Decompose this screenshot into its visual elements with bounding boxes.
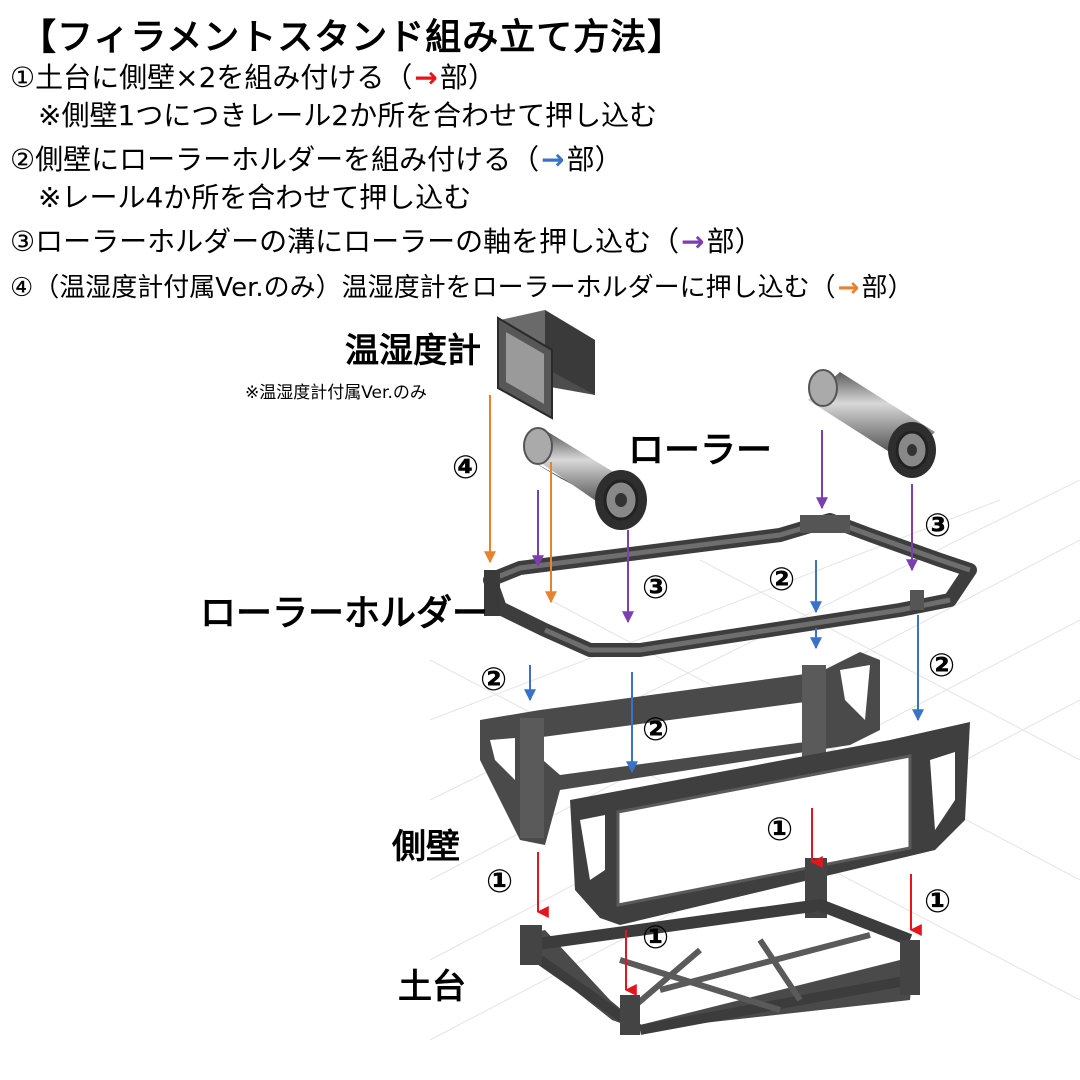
step-1-suffix: 部） [439, 61, 496, 94]
page-title: 【フィラメントスタンド組み立て方法】 [20, 17, 685, 58]
marker-1-b: ① [486, 862, 513, 900]
marker-1-c: ① [642, 918, 669, 956]
label-roller: ローラー [628, 430, 772, 471]
side-wall-front [570, 722, 970, 925]
red-arrows [536, 808, 922, 996]
marker-2-b: ② [480, 660, 507, 698]
blue-arrow-icon: → [541, 143, 565, 176]
label-thermo-note: ※温湿度計付属Ver.のみ [245, 383, 427, 403]
step-3-text: ③ローラーホルダーの溝にローラーの軸を押し込む（ [10, 225, 680, 258]
step-3-suffix: 部） [706, 225, 763, 258]
side-wall-back [480, 652, 880, 845]
marker-2-c: ② [642, 710, 669, 748]
marker-2-a: ② [768, 560, 795, 598]
base [520, 899, 920, 1035]
marker-2-d: ② [928, 646, 955, 684]
step-2-note: ※レール4か所を合わせて押し込む [38, 181, 472, 214]
step-2-suffix: 部） [566, 143, 623, 176]
purple-arrow-icon: → [681, 225, 705, 258]
step-1-text: ①土台に側壁×2を組み付ける（ [10, 61, 413, 94]
blue-arrows [524, 560, 924, 774]
step-4: ④（温湿度計付属Ver.のみ）温湿度計をローラーホルダーに押し込む（→部） [10, 268, 913, 308]
marker-1-d: ① [924, 882, 951, 920]
roller-right [808, 369, 936, 478]
red-arrow-icon: → [414, 61, 438, 94]
step-2-text: ②側壁にローラーホルダーを組み付ける（ [10, 143, 540, 176]
roller-holder [483, 513, 977, 657]
purple-arrows [532, 430, 918, 624]
label-roller-holder: ローラーホルダー [200, 593, 488, 634]
step-4-text: ④（温湿度計付属Ver.のみ）温湿度計をローラーホルダーに押し込む（ [10, 273, 836, 303]
step-2: ②側壁にローラーホルダーを組み付ける（→部） [10, 140, 623, 180]
marker-1-a: ① [766, 810, 793, 848]
label-base: 土台 [398, 967, 466, 1007]
label-thermo: 温湿度計 [345, 331, 481, 371]
step-3: ③ローラーホルダーの溝にローラーの軸を押し込む（→部） [10, 222, 763, 262]
step-4-suffix: 部） [861, 273, 914, 303]
marker-4: ④ [452, 448, 479, 486]
marker-3-b: ③ [924, 506, 951, 544]
marker-3-a: ③ [642, 568, 669, 606]
roller-left [523, 427, 647, 530]
orange-arrows [484, 395, 557, 604]
label-side-wall: 側壁 [391, 827, 460, 867]
step-1-note: ※側壁1つにつきレール2か所を合わせて押し込む [38, 99, 658, 132]
thermo-hygrometer [497, 310, 595, 420]
orange-arrow-icon: → [837, 273, 860, 303]
step-1: ①土台に側壁×2を組み付ける（→部） [10, 58, 496, 98]
